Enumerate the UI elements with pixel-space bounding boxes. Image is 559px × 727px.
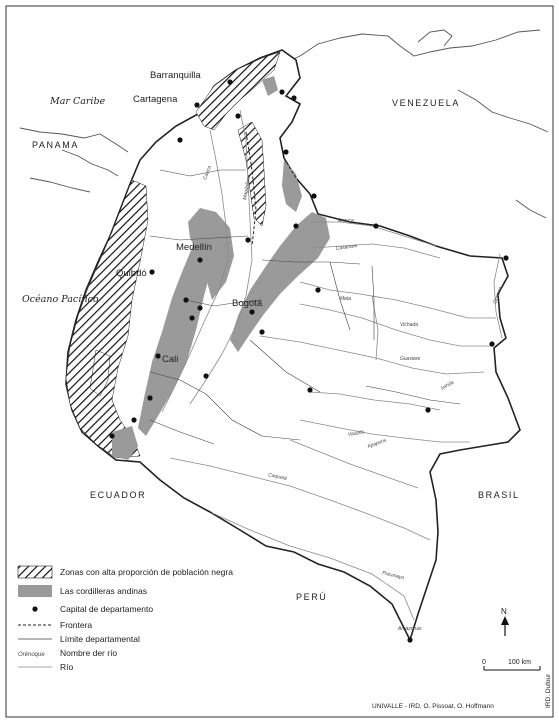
river-label-guaviare: Guaviare xyxy=(400,356,421,362)
sea-label-caribe: Mar Caribe xyxy=(49,96,106,107)
frontier-lines xyxy=(115,103,319,547)
country-label-panama: PANAMA xyxy=(32,140,79,150)
department-limits xyxy=(149,169,461,445)
river-label-meta: Meta xyxy=(340,296,351,302)
river-label-magdalena: Magdalena xyxy=(242,175,252,201)
rivers xyxy=(161,109,503,621)
colombia-outline xyxy=(65,49,521,643)
river-label-arauca: Arauca xyxy=(337,218,354,224)
legend: Zonas con alta proporción de población n… xyxy=(17,565,233,672)
legend-label-black-population: Zonas con alta proporción de población n… xyxy=(60,567,233,577)
north-label: N xyxy=(501,607,507,616)
country-label-ecuador: ECUADOR xyxy=(90,490,146,500)
city-label-medellin: Medellín xyxy=(176,242,212,253)
legend-swatch-hatched xyxy=(17,565,53,579)
legend-river-name-sample: Orénoque xyxy=(18,652,45,658)
legend-label-river: Río xyxy=(60,662,74,672)
scale-distance: 100 km xyxy=(508,659,531,666)
capital-dot-icon xyxy=(109,79,509,643)
river-label-caqueta: Caquetá xyxy=(268,472,288,482)
river-label-vichada: Vichada xyxy=(400,322,418,328)
river-label-casanare: Casanare xyxy=(335,243,358,252)
country-label-peru: PERÚ xyxy=(296,592,327,602)
country-label-venezuela: VENEZUELA xyxy=(392,98,460,108)
river-label-vaupes: Vaupés xyxy=(347,429,365,438)
vertical-credit: IRD. Dufour xyxy=(545,673,552,708)
scale-bar: 0 100 km xyxy=(482,659,541,671)
capital-dot-icon xyxy=(32,606,38,612)
legend-label-cordilleras: Las cordilleras andinas xyxy=(60,586,147,596)
scale-zero: 0 xyxy=(482,659,486,666)
city-label-bogota: Bogotá xyxy=(232,298,263,309)
legend-swatch-cordillera xyxy=(18,585,52,597)
river-label-cauca: Cauca xyxy=(202,165,213,181)
city-label-cali: Cali xyxy=(162,354,178,365)
legend-label-capital: Capital de departamento xyxy=(60,604,153,614)
city-label-quibdo: Quibdó xyxy=(116,268,147,279)
source-credit: UNIVALLE - IRD, O. Pissoat, O. Hoffmann xyxy=(372,703,494,710)
cordilleras xyxy=(112,76,330,460)
legend-label-limite: Límite departamental xyxy=(60,634,140,644)
sea-label-pacifico: Océano Pacífico xyxy=(22,294,99,305)
legend-label-frontera: Frontera xyxy=(60,620,92,630)
neighbour-coastlines xyxy=(19,29,549,219)
river-label-orinoco: Orinoco xyxy=(492,286,504,305)
river-label-putumayo: Putumayo xyxy=(382,570,406,581)
river-label-amazonas: Amazonas xyxy=(397,626,422,632)
map-frame xyxy=(5,5,554,718)
legend-label-river-name: Nombre der río xyxy=(60,648,117,658)
north-arrow-icon: N xyxy=(501,607,509,636)
country-label-brasil: BRASIL xyxy=(478,490,520,500)
city-label-barranquilla: Barranquilla xyxy=(150,70,201,81)
city-label-cartagena: Cartagena xyxy=(133,94,178,105)
